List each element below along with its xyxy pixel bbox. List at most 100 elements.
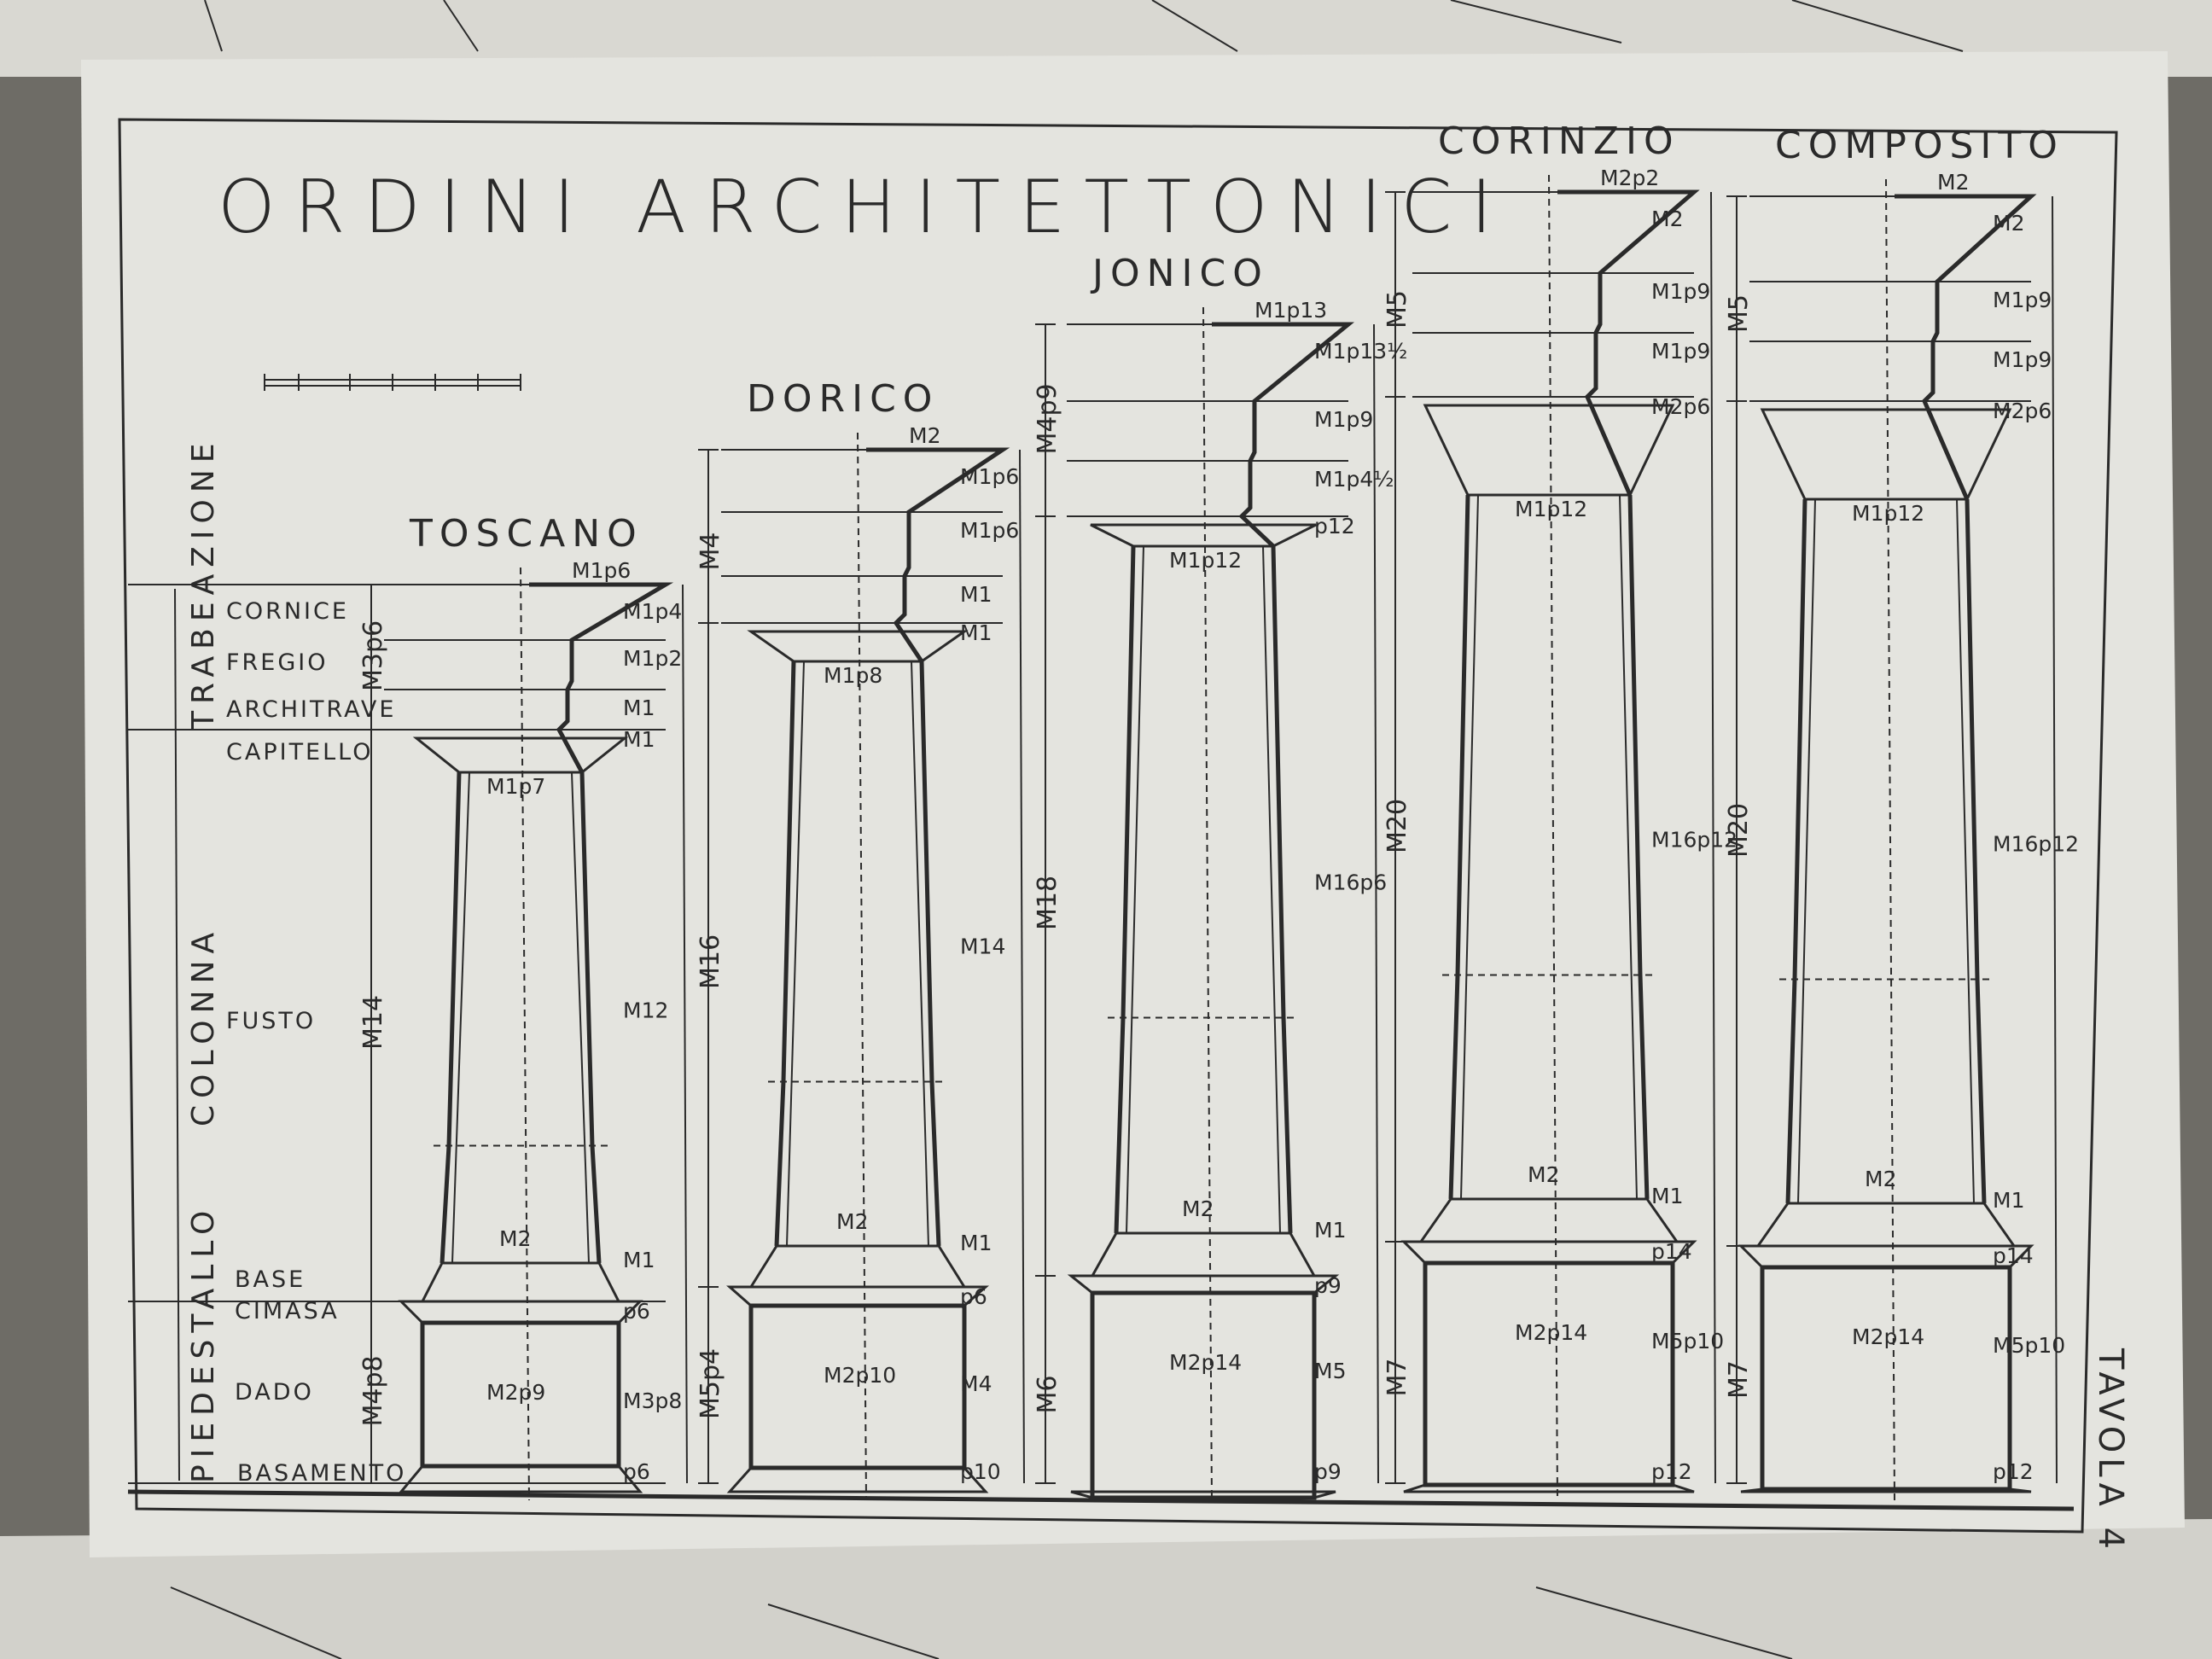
pedestal-basamento <box>1740 1487 2032 1493</box>
order-name: TOSCANO <box>409 512 643 556</box>
shaft-inner-line <box>571 771 590 1264</box>
entablature-profile <box>866 447 1010 663</box>
measure-label: M14 <box>960 934 1005 959</box>
measure-label: M2 <box>499 1226 531 1251</box>
column-axis <box>1885 178 1895 1501</box>
orders-layer: TOSCANOM1p6M1p4M1p2M1M1M1p7M12M2M1p6M2p9… <box>127 119 2079 1511</box>
order-jonico: JONICOM1p13M1p13½M1p9M1p4½p12M1p12M16p6M… <box>1033 252 1407 1501</box>
measure-label: M3p8 <box>623 1388 682 1413</box>
shaft-inner-line <box>1262 545 1281 1234</box>
measure-label: M1p4½ <box>1314 467 1394 492</box>
measure-label: M1p6 <box>960 464 1019 489</box>
part-label-fregio: FREGIO <box>226 649 329 676</box>
measure-label: M2 <box>1865 1167 1896 1191</box>
measure-label: M2p2 <box>1600 166 1659 190</box>
order-composito: COMPOSITOM2M2M1p9M1p9M2p6M1p12M16p12M2M1… <box>1724 124 2079 1501</box>
dimension-label: M20 <box>1724 803 1754 858</box>
dimension-label: M16 <box>696 934 725 989</box>
pedestal-basamento <box>726 1466 989 1493</box>
dimension-label: M5 <box>1382 290 1412 329</box>
measure-rule <box>1019 449 1025 1484</box>
measure-label: M1p13 <box>1254 298 1327 323</box>
column-axis <box>1548 174 1558 1501</box>
measure-label: M1p7 <box>486 774 545 799</box>
measure-label: M5p10 <box>1651 1329 1724 1353</box>
pedestal-basamento <box>1070 1490 1336 1499</box>
dimension-label: M4 <box>696 533 725 571</box>
measure-label: M1 <box>623 696 655 720</box>
entablature-profile <box>529 582 674 774</box>
order-name: CORINZIO <box>1438 119 1680 163</box>
shaft-inner-line <box>786 661 805 1247</box>
shaft-inner-line <box>1956 498 1975 1204</box>
shaft-inner-line <box>1460 494 1479 1200</box>
measure-label: M2 <box>1528 1162 1559 1187</box>
plate-border <box>118 118 2118 1534</box>
shaft-inner-line <box>911 661 929 1247</box>
measure-label: M16p12 <box>1651 828 1738 853</box>
shaft-inner-line <box>1619 494 1638 1200</box>
graphic-scale <box>264 374 521 391</box>
part-label-base: BASE <box>235 1266 306 1293</box>
measure-label: M1p12 <box>1169 548 1242 573</box>
measure-label: M1p12 <box>1515 497 1587 521</box>
dimension-label: M20 <box>1382 799 1412 853</box>
shaft-inner-line <box>1126 545 1144 1234</box>
measure-label: p6 <box>623 1299 650 1324</box>
dimension-label: M7 <box>1382 1359 1412 1397</box>
measure-label: M2p10 <box>824 1363 896 1388</box>
column-axis <box>857 432 867 1501</box>
measure-label: p9 <box>1314 1459 1342 1484</box>
measure-label: M5 <box>1314 1359 1346 1383</box>
shaft-inner-line <box>1797 498 1816 1204</box>
measure-label: M1p6 <box>960 518 1019 543</box>
measure-label: M2 <box>1182 1196 1214 1221</box>
part-label-capitello: CAPITELLO <box>226 739 374 765</box>
pedestal-basamento <box>1403 1483 1695 1493</box>
measure-label: M2p9 <box>486 1380 545 1405</box>
measure-label: M1p9 <box>1993 347 2052 372</box>
shaft-right-edge <box>919 661 941 1247</box>
measure-label: M12 <box>623 998 668 1023</box>
measure-label: M2p14 <box>1852 1324 1924 1349</box>
column-axis <box>520 567 530 1501</box>
column-axis <box>1202 306 1213 1501</box>
dimension-label: M4p8 <box>358 1355 388 1426</box>
measure-label: M1p9 <box>1314 407 1373 432</box>
measure-label: M1p9 <box>1651 279 1710 304</box>
measure-label: M1 <box>960 620 992 645</box>
measure-rule <box>2052 195 2058 1484</box>
measure-label: M4 <box>960 1371 992 1396</box>
measure-label: p14 <box>1993 1243 2034 1268</box>
part-label-cimasa: CIMASA <box>235 1298 340 1324</box>
measure-label: p12 <box>1314 514 1355 538</box>
measure-label: p9 <box>1314 1273 1342 1298</box>
measure-label: M1 <box>623 1248 655 1272</box>
measure-label: M2p14 <box>1515 1320 1587 1345</box>
group-label-trabeazione: TRABEAZIONE <box>186 436 221 731</box>
dimension-label: M7 <box>1724 1360 1754 1399</box>
measure-label: p12 <box>1651 1459 1692 1484</box>
entablature-profile <box>1212 322 1355 548</box>
measure-rule <box>1710 191 1716 1484</box>
entablature-profile <box>1895 194 2037 500</box>
measure-label: M1p9 <box>1651 339 1710 364</box>
measure-label: M2p6 <box>1993 399 2052 423</box>
dimension-label: M14 <box>358 995 388 1050</box>
sheet-label: TAVOLA 4 <box>2091 1348 2130 1554</box>
order-toscano: TOSCANOM1p6M1p4M1p2M1M1M1p7M12M2M1p6M2p9… <box>358 512 688 1501</box>
measure-label: p10 <box>960 1459 1001 1484</box>
measure-label: p14 <box>1651 1239 1692 1264</box>
measure-label: M1 <box>1314 1218 1346 1243</box>
measure-label: M2 <box>909 423 940 448</box>
measure-label: M1 <box>960 1231 992 1255</box>
measure-label: M2 <box>1993 211 2024 236</box>
measure-label: M1p2 <box>623 646 682 671</box>
dimension-label: M5 <box>1724 294 1754 333</box>
measure-rule <box>1373 323 1379 1484</box>
order-name: DORICO <box>747 377 939 421</box>
measure-label: M1p8 <box>824 663 882 688</box>
